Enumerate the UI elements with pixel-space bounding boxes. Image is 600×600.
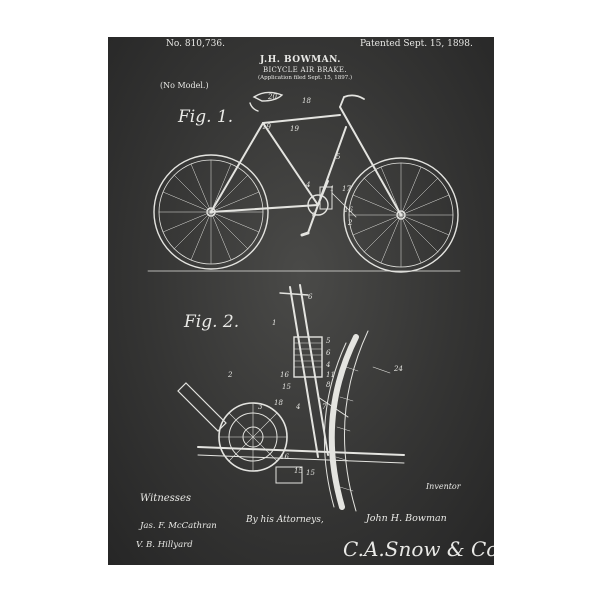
svg-text:11: 11 bbox=[326, 371, 335, 379]
svg-text:4: 4 bbox=[305, 181, 310, 189]
svg-text:19: 19 bbox=[262, 123, 271, 131]
svg-text:8: 8 bbox=[326, 381, 331, 389]
brake-mechanism-illustration bbox=[177, 284, 405, 512]
svg-text:18: 18 bbox=[302, 97, 311, 105]
inventor-signature: John H. Bowman bbox=[366, 513, 447, 524]
svg-text:3: 3 bbox=[258, 403, 263, 411]
svg-text:1: 1 bbox=[330, 185, 334, 193]
svg-text:15: 15 bbox=[282, 383, 291, 391]
inventor-label: Inventor bbox=[426, 482, 461, 491]
svg-text:15: 15 bbox=[294, 467, 303, 475]
application-date: (Application filed Sept. 15, 1897.) bbox=[258, 75, 353, 81]
svg-text:4: 4 bbox=[295, 403, 300, 411]
svg-text:6: 6 bbox=[308, 293, 313, 301]
svg-text:16: 16 bbox=[344, 206, 353, 214]
svg-text:20: 20 bbox=[267, 93, 277, 101]
witness-signature: Jas. F. McCathran bbox=[140, 521, 217, 531]
witnesses-label: Witnesses bbox=[140, 493, 191, 504]
svg-text:15: 15 bbox=[306, 469, 315, 477]
svg-text:24: 24 bbox=[393, 365, 403, 373]
svg-text:16: 16 bbox=[280, 453, 289, 461]
model-note: (No Model.) bbox=[160, 81, 209, 90]
svg-text:2: 2 bbox=[347, 219, 353, 227]
svg-text:17: 17 bbox=[342, 185, 351, 193]
svg-text:6: 6 bbox=[312, 211, 317, 219]
inventor-header: J.H. BOWMAN. bbox=[260, 55, 341, 65]
attorney-signature: C.A.Snow & Co. bbox=[343, 537, 494, 561]
svg-text:6: 6 bbox=[326, 349, 331, 357]
svg-text:5: 5 bbox=[326, 337, 331, 345]
patent-drawing: 20 18 19 19 5 1 17 16 4 2 6 bbox=[147, 91, 461, 512]
svg-text:19: 19 bbox=[290, 125, 299, 133]
bicycle-illustration bbox=[147, 91, 461, 273]
by-attorneys-label: By his Attorneys, bbox=[246, 515, 324, 525]
witness-signature: V. B. Hillyard bbox=[136, 540, 193, 550]
svg-text:18: 18 bbox=[274, 399, 283, 407]
svg-text:7: 7 bbox=[322, 403, 327, 411]
patent-number: No. 810,736. bbox=[166, 39, 225, 49]
svg-text:5: 5 bbox=[336, 153, 341, 161]
svg-text:1: 1 bbox=[272, 319, 276, 327]
fig2-label: Fig. 2. bbox=[184, 312, 240, 332]
svg-text:4: 4 bbox=[325, 361, 330, 369]
svg-text:2: 2 bbox=[227, 371, 233, 379]
fig1-label: Fig. 1. bbox=[178, 107, 234, 127]
invention-title: BICYCLE AIR BRAKE. bbox=[263, 66, 347, 74]
svg-text:16: 16 bbox=[280, 371, 289, 379]
patent-poster: 20 18 19 19 5 1 17 16 4 2 6 bbox=[108, 37, 494, 565]
patented-date: Patented Sept. 15, 1898. bbox=[360, 39, 473, 49]
